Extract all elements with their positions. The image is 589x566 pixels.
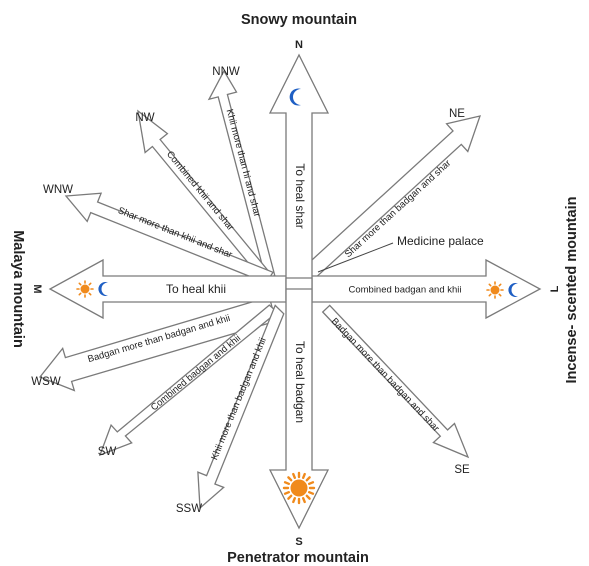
sun-icon (282, 471, 316, 505)
direction-label-se: SE (454, 464, 470, 476)
arrow-ssw (197, 304, 285, 510)
arrow-label-nw: Combined khii and shar (164, 149, 236, 233)
arrow-nnw (207, 69, 276, 279)
east-mountain-title: Incense- scented mountain (564, 197, 580, 384)
arrow-south (268, 277, 330, 530)
sun-icon (486, 281, 504, 299)
moon-icon (508, 283, 518, 297)
arrow-ne (300, 115, 481, 285)
arrow-wnw (64, 192, 274, 284)
arrow-label-nnw: Khii more than hi and shar (224, 108, 263, 218)
arrow-north (268, 53, 330, 301)
arrow-sw (98, 304, 279, 457)
west-letter: M (31, 284, 43, 293)
direction-label-ssw: SSW (176, 503, 202, 515)
direction-label-nnw: NNW (212, 66, 240, 78)
arrow-se (321, 304, 470, 459)
direction-label-sw: SW (98, 446, 117, 458)
direction-label-ne: NE (449, 108, 465, 120)
moon-icon (98, 282, 108, 296)
arrow-east (286, 258, 542, 320)
arrow-label-east: Combined badgan and khii (348, 285, 461, 296)
medicine-palace-label: Medicine palace (397, 234, 484, 248)
direction-label-wnw: WNW (43, 184, 73, 196)
direction-label-nw: NW (135, 112, 154, 124)
north-letter: N (295, 39, 303, 51)
west-mountain-title: Malaya mountain (10, 230, 26, 348)
arrow-label-west: To heal khii (166, 282, 226, 296)
arrow-west (48, 258, 301, 320)
south-mountain-title: Penetrator mountain (227, 550, 369, 566)
medicine-palace-leader-line (317, 242, 394, 273)
arrow-label-se: Badgan more than badgan and shar (329, 316, 442, 434)
south-letter: S (295, 536, 302, 548)
moon-icon (289, 88, 301, 106)
east-letter: L (549, 285, 561, 292)
arrow-label-north: To heal shar (293, 163, 307, 228)
direction-label-wsw: WSW (31, 376, 61, 388)
north-mountain-title: Snowy mountain (241, 12, 357, 28)
arrow-wsw (38, 295, 277, 392)
arrow-label-south: To heal badgan (293, 341, 307, 423)
sun-icon (76, 280, 94, 298)
arrow-nw (137, 109, 272, 282)
